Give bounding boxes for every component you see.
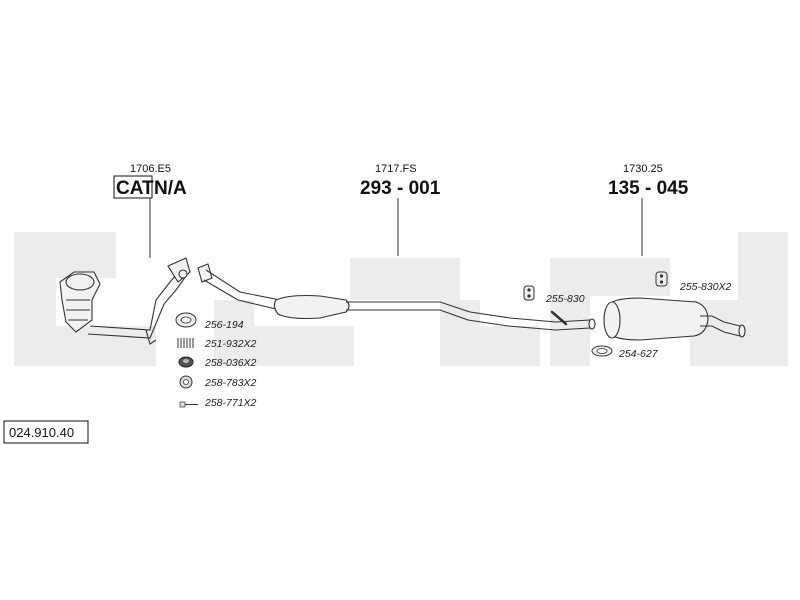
part-256-194: 256-194: [175, 312, 244, 331]
part-258-771X2: 258-771X2: [179, 397, 257, 409]
callout-part-a: CAT: [116, 178, 154, 199]
washer-icon: [179, 375, 193, 389]
part-251-932X2: 251-932X2: [177, 338, 257, 350]
cat-box: [113, 175, 153, 199]
part-label: 255-830X2: [679, 281, 732, 293]
callout-ref: 1706.E5: [130, 163, 171, 175]
callout-rear-silencer: 1730.25 135 - 045: [608, 163, 689, 256]
part-label: 255-830: [545, 293, 585, 305]
part-label: 258-783X2: [204, 377, 257, 389]
part-255-830X2: 255-830X2: [655, 271, 732, 293]
callout-ref: 1730.25: [623, 163, 663, 175]
hanger-icon: [523, 285, 568, 326]
part-label: 256-194: [204, 319, 244, 331]
centre-silencer-pipe: [197, 263, 596, 331]
callout-catalyst: 1706.E5 CAT N/A: [113, 163, 187, 258]
spring-icon: [177, 338, 194, 348]
hanger-icon: [655, 271, 668, 287]
part-258-036X2: 258-036X2: [178, 356, 257, 369]
callout-ref: 1717.FS: [375, 163, 417, 175]
clamp-icon: [591, 345, 613, 357]
part-label: 258-036X2: [204, 357, 257, 369]
part-label: 251-932X2: [204, 338, 257, 350]
diagram-number-text: 024.910.40: [9, 425, 74, 440]
catalytic-converter: [59, 257, 191, 345]
part-258-783X2: 258-783X2: [179, 375, 257, 389]
callout-part-b: N/A: [154, 178, 187, 199]
gasket-ring-icon: [175, 312, 197, 328]
part-label: 254-627: [618, 348, 659, 360]
callout-centre-silencer: 1717.FS 293 - 001: [360, 163, 441, 256]
bolt-icon: [179, 401, 198, 408]
rear-silencer: [603, 297, 746, 341]
callout-part: 293 - 001: [360, 178, 441, 199]
part-label: 258-771X2: [204, 397, 257, 409]
callout-part: 135 - 045: [608, 178, 689, 199]
rubber-mount-icon: [178, 356, 194, 368]
diagram-number: 024.910.40: [3, 420, 89, 444]
part-255-830: 255-830: [523, 285, 585, 326]
watermark: [14, 232, 788, 366]
part-254-627: 254-627: [591, 345, 659, 360]
